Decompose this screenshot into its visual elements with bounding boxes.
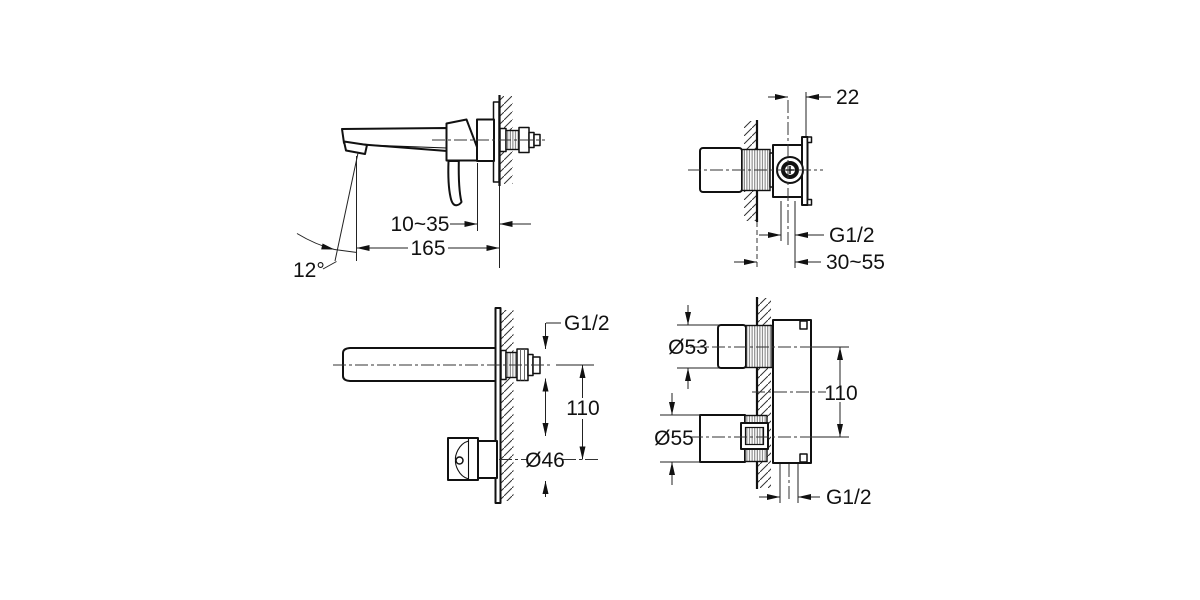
valve-roughin-body — [699, 414, 769, 463]
dim-thread-label: G1/2 — [829, 224, 875, 247]
aerator — [343, 140, 368, 155]
dim-valve-body-diameter-label: Ø55 — [654, 427, 694, 450]
dimension-thread: G1/2 — [759, 464, 872, 509]
wall-hatching — [500, 310, 514, 501]
dim-spout-length-label: 165 — [410, 237, 445, 260]
dimension-thread: G1/2 — [759, 201, 875, 268]
handle-control — [447, 437, 498, 481]
dim-center-distance-label: 110 — [566, 397, 599, 420]
dimension-wall-depth: 30~55 — [734, 251, 885, 274]
dimension-center-distance: 110 — [556, 364, 600, 460]
view-concealed-bodies: Ø53 Ø55 110 G1/2 — [654, 297, 872, 509]
dim-wall-depth-label: 30~55 — [826, 251, 885, 274]
dimension-spout-length: 165 — [356, 237, 500, 260]
angle-reference-line — [334, 152, 359, 262]
dimension-thread: G1/2 — [542, 312, 610, 436]
dim-center-distance-label: 110 — [824, 382, 857, 405]
dim-angle-label: 12° — [293, 259, 325, 282]
cartridge-inner — [744, 426, 765, 446]
wall-plate — [494, 307, 502, 504]
dim-handle-diameter-label: Ø46 — [525, 449, 565, 472]
handle-lever — [447, 160, 463, 207]
body-outline — [699, 414, 746, 463]
view-valve-top: 22 G1/2 30~55 — [688, 86, 885, 274]
dimension-center-distance: 110 — [813, 346, 858, 438]
dim-plate-to-wall-label: 10~35 — [391, 213, 450, 236]
spout-tube — [342, 347, 497, 382]
flange-tab-top — [806, 136, 813, 144]
angle-leader — [322, 261, 337, 270]
handle-screw — [455, 456, 464, 465]
dim-thread-label: G1/2 — [826, 486, 872, 509]
corner-detail-top — [799, 320, 808, 330]
spout — [341, 127, 448, 155]
dimension-projection-range: 10~35 — [391, 163, 531, 236]
dimension-port-offset: 22 — [768, 86, 859, 136]
outlet-port — [776, 156, 804, 184]
dimension-handle-diameter: Ø46 — [499, 449, 601, 497]
dimension-spout-body-diameter: Ø53 — [668, 305, 719, 389]
handle-base — [477, 440, 498, 479]
dimension-valve-body-diameter: Ø55 — [654, 393, 701, 485]
flange-tab-bottom — [806, 198, 813, 206]
corner-detail-bottom — [799, 453, 808, 463]
dimension-spout-angle: 12° — [293, 152, 359, 282]
dim-port-offset-label: 22 — [836, 86, 859, 109]
view-spout-front: G1/2 110 Ø46 — [333, 307, 610, 504]
view-faucet-side: 10~35 165 12° — [293, 95, 545, 282]
angle-arc-tail — [334, 249, 358, 253]
angle-arc — [296, 233, 335, 250]
dim-thread-label: G1/2 — [564, 312, 610, 335]
dim-spout-body-diameter-label: Ø53 — [668, 336, 708, 359]
valve-and-handle — [445, 118, 495, 207]
